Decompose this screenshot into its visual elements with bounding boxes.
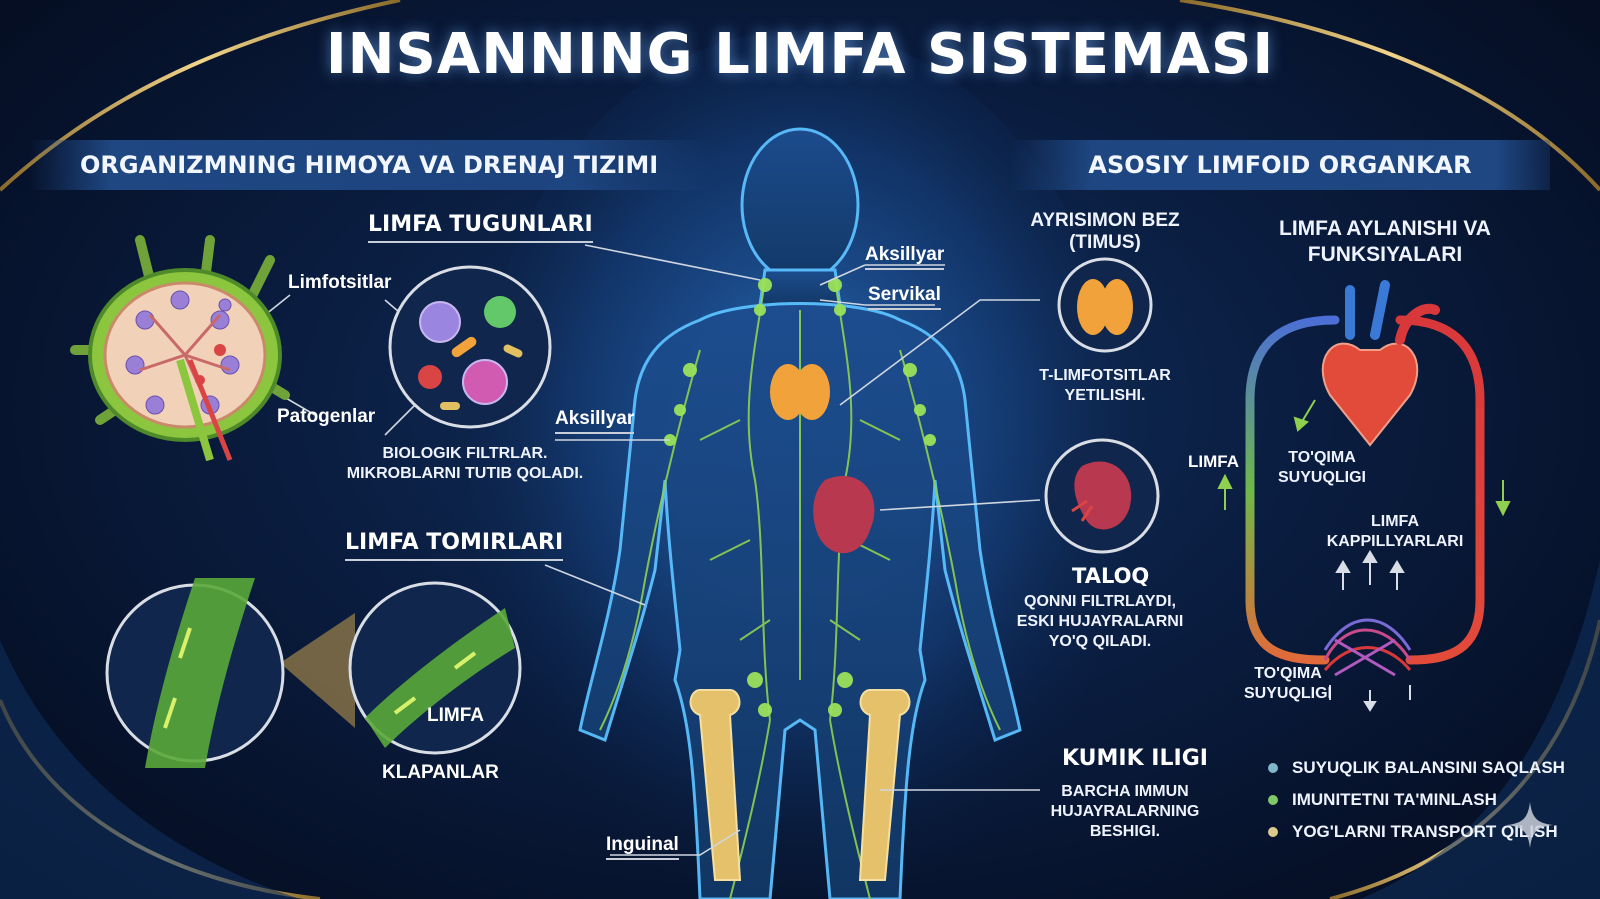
thymus-caption-line1: T-LIMFOTSITLAR: [1039, 367, 1171, 384]
valves-label: KLAPANLAR: [382, 762, 499, 783]
spleen-caption: QONNI FILTRLAYDI, ESKI HUJAYRALARNI YO'Q…: [1000, 592, 1200, 652]
axillary-side-label: Aksillyar: [555, 408, 635, 434]
cervical-label: Servikal: [868, 284, 941, 310]
axillary-top-label: Aksillyar: [865, 244, 945, 270]
spleen-caption-line2: ESKI HUJAYRALARNI: [1016, 613, 1184, 630]
banner-defense-drainage: ORGANIZMNING HIMOYA VA DRENAJ TIZIMI: [30, 140, 710, 190]
tissue-fluid-bottom-label: TO'QIMA SUYUQLIGI: [1238, 664, 1338, 704]
spleen-caption-line1: QONNI FILTRLAYDI,: [1024, 593, 1176, 610]
thymus-caption-line2: YETILISHI.: [1064, 387, 1146, 404]
tissue-fluid-bottom-line1: TO'QIMA: [1254, 665, 1322, 682]
vessel-lymph-label: LIMFA: [427, 705, 484, 726]
lymph-vessels-illustration: [105, 578, 522, 768]
thymus-heading-line1: AYRISIMON BEZ: [1030, 210, 1180, 231]
circulation-loop-diagram: [1217, 280, 1511, 712]
spleen-heading: TALOQ: [1072, 564, 1150, 588]
lymph-nodes-heading: LIMFA TUGUNLARI: [368, 212, 593, 243]
legend-text-fluid-balance: SUYUQLIK BALANSINI SAQLASH: [1292, 758, 1565, 777]
legend-item-fat-transport: YOG'LARNI TRANSPORT QILISH: [1268, 822, 1565, 842]
spleen-caption-line3: YO'Q QILADI.: [1048, 633, 1152, 650]
legend-dot-immunity: [1268, 795, 1278, 805]
circulation-heading: LIMFA AYLANISHI VA FUNKSIYALARI: [1250, 216, 1520, 268]
circulation-heading-line2: FUNKSIYALARI: [1307, 243, 1463, 266]
banner-lymphoid-organs: ASOSIY LIMFOID ORGANKAR: [1010, 140, 1550, 190]
lymph-capillaries-line2: KAPPILLYARLARI: [1326, 533, 1464, 550]
sparkle-icon: [1507, 802, 1553, 848]
thymus-heading: AYRISIMON BEZ (TIMUS): [1010, 210, 1200, 254]
bone-marrow-caption: BARCHA IMMUN HUJAYRALARNING BESHIGI.: [1030, 782, 1220, 842]
legend-item-fluid-balance: SUYUQLIK BALANSINI SAQLASH: [1268, 758, 1565, 778]
thymus-in-body: [770, 364, 830, 420]
tissue-fluid-top-line1: TO'QIMA: [1288, 449, 1356, 466]
legend-dot-fluid-balance: [1268, 763, 1278, 773]
lymph-capillaries-label: LIMFA KAPPILLYARLARI: [1320, 512, 1470, 552]
pathogens-magnified-circle: [388, 265, 552, 429]
circulation-heading-line1: LIMFA AYLANISHI VA: [1279, 217, 1491, 240]
bone-marrow-caption-line1: BARCHA IMMUN: [1061, 783, 1189, 800]
lymph-capillaries-line1: LIMFA: [1371, 513, 1419, 530]
bone-marrow-caption-line2: HUJAYRALARNING: [1050, 803, 1200, 820]
lymph-nodes-caption-line1: BIOLOGIK FILTRLAR.: [382, 445, 548, 462]
bone-marrow-heading: KUMIK ILIGI: [1062, 746, 1208, 771]
spleen-circle: [1044, 438, 1160, 554]
pathogens-label: Patogenlar: [277, 406, 376, 427]
legend-text-fat-transport: YOG'LARNI TRANSPORT QILISH: [1292, 822, 1558, 841]
thymus-caption: T-LIMFOTSITLAR YETILISHI.: [1010, 366, 1200, 406]
functions-legend: SUYUQLIK BALANSINI SAQLASH IMUNITETNI TA…: [1268, 758, 1565, 842]
legend-dot-fat-transport: [1268, 827, 1278, 837]
inguinal-label: Inguinal: [606, 834, 679, 860]
legend-text-immunity: IMUNITETNI TA'MINLASH: [1292, 790, 1497, 809]
lymph-node-illustration: [70, 235, 290, 462]
legend-item-immunity: IMUNITETNI TA'MINLASH: [1268, 790, 1565, 810]
thymus-heading-line2: (TIMUS): [1069, 232, 1141, 253]
human-body-figure: [578, 127, 1022, 899]
lymph-vessels-heading: LIMFA TOMIRLARI: [345, 530, 564, 561]
tissue-fluid-top-line2: SUYUQLIGI: [1277, 469, 1366, 486]
bone-marrow-caption-line3: BESHIGI.: [1089, 823, 1161, 840]
lymph-nodes-caption: BIOLOGIK FILTRLAR. MIKROBLARNI TUTIB QOL…: [340, 444, 590, 484]
lymph-nodes-caption-line2: MIKROBLARNI TUTIB QOLADI.: [346, 465, 584, 482]
lymphocytes-label: Limfotsitlar: [288, 272, 392, 293]
thymus-circle: [1057, 257, 1153, 353]
tissue-fluid-top-label: TO'QIMA SUYUQLIGI: [1272, 448, 1372, 488]
page-title: INSANNING LIMFA SISTEMASI: [325, 22, 1275, 87]
circulation-lymph-label: LIMFA: [1188, 452, 1239, 471]
tissue-fluid-bottom-line2: SUYUQLIGI: [1243, 685, 1332, 702]
